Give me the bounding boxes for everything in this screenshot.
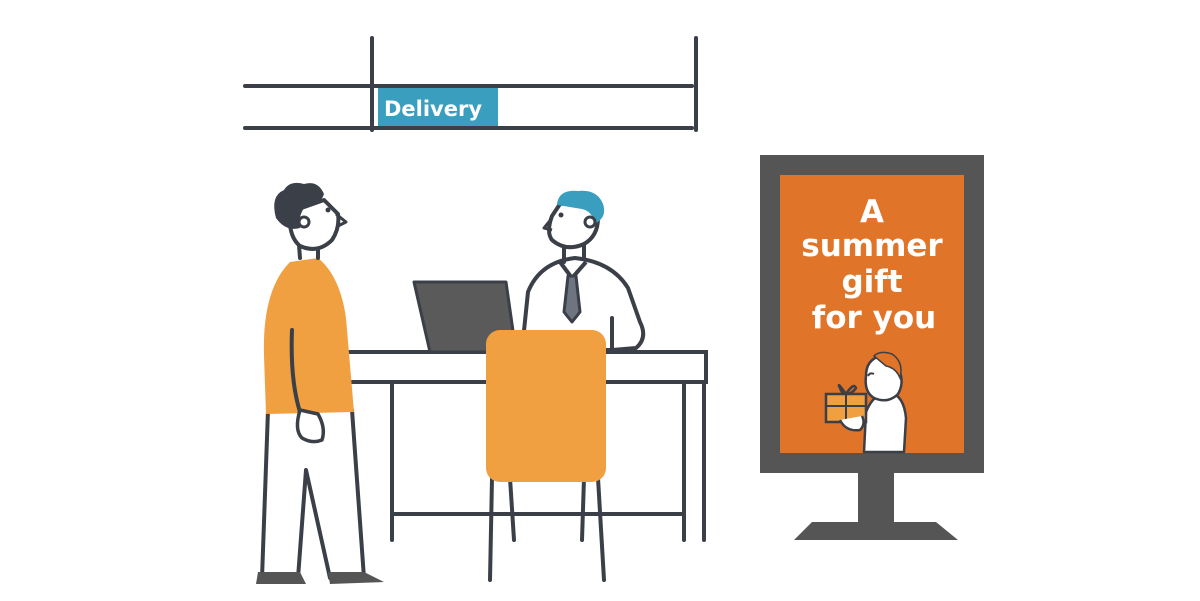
poster-line-2: summer <box>801 228 943 264</box>
customer-shoe-left <box>256 572 306 584</box>
staff-hair <box>556 190 605 224</box>
chair <box>486 330 606 582</box>
poster-stand: A summer gift for you <box>760 155 984 540</box>
poster-line-3: gift <box>841 264 902 300</box>
chair-back <box>486 330 606 482</box>
delivery-sign-plate <box>378 88 498 126</box>
customer-hand <box>295 408 326 444</box>
customer-shoe-right <box>328 572 384 584</box>
customer-hair <box>274 182 324 229</box>
staff-member <box>520 190 646 352</box>
poster-line-4: for you <box>812 300 936 336</box>
delivery-sign-label: Delivery <box>384 97 482 121</box>
tie <box>562 274 582 324</box>
poster-line-1: A <box>860 194 884 230</box>
overhead-shelf <box>243 36 698 132</box>
customer-shirt <box>263 258 354 414</box>
delivery-sign: Delivery <box>378 88 498 126</box>
poster-gift-figure <box>824 351 908 454</box>
customer <box>256 182 384 584</box>
